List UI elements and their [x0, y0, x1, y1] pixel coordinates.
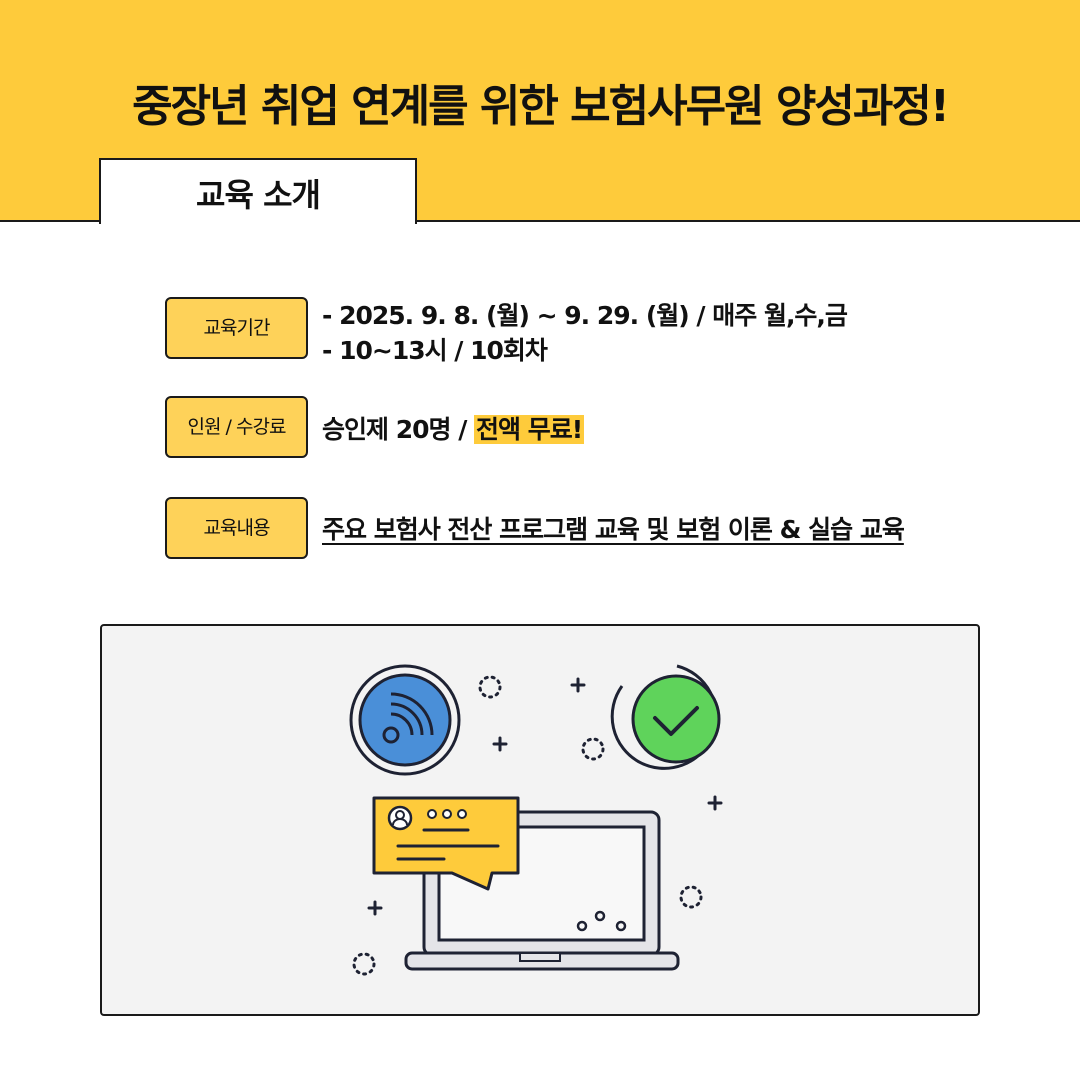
- wifi-signal-icon: [349, 664, 461, 776]
- period-schedule-text: - 2025. 9. 8. (월) ~ 9. 29. (월) / 매주 월,수,…: [322, 301, 848, 330]
- period-label-badge: 교육기간: [165, 297, 308, 359]
- illustration-panel: [100, 624, 980, 1016]
- capacity-text: 승인제 20명 /: [322, 415, 475, 444]
- checkmark-icon: [610, 664, 721, 770]
- capacity-text-row: 승인제 20명 / 전액 무료!: [322, 410, 585, 446]
- page-title: 중장년 취업 연계를 위한 보험사무원 양성과정!: [132, 81, 950, 132]
- section-tab-intro: 교육 소개: [99, 158, 417, 224]
- user-avatar-icon: [387, 805, 413, 831]
- period-time-text: - 10~13시 / 10회차: [322, 336, 548, 365]
- capacity-label-badge: 인원 / 수강료: [165, 396, 308, 458]
- illustration-svg: [349, 664, 723, 976]
- chat-bubble-icon: [372, 796, 520, 891]
- content-label-badge: 교육내용: [165, 497, 308, 559]
- header-banner: 중장년 취업 연계를 위한 보험사무원 양성과정! 교육 소개: [0, 0, 1080, 224]
- free-highlight: 전액 무료!: [474, 415, 585, 444]
- dotted-circle-decor: [352, 675, 703, 976]
- content-text: 주요 보험사 전산 프로그램 교육 및 보험 이론 & 실습 교육: [322, 515, 905, 544]
- sparkle-decor: [367, 677, 723, 916]
